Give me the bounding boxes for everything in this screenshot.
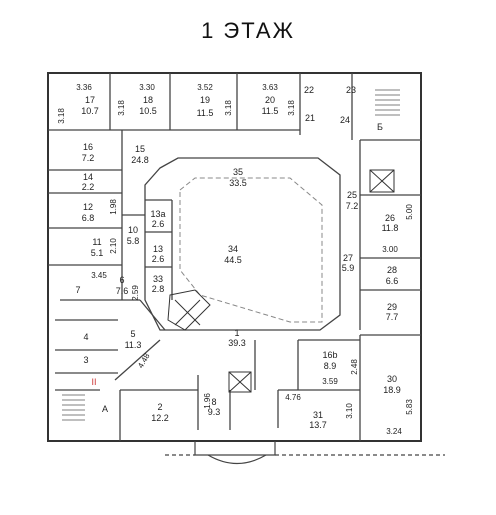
room-5-number: 5 — [130, 329, 135, 339]
dim-room-26-depth: 5.00 — [405, 204, 414, 220]
dim-top-19: 3.52 — [197, 83, 213, 92]
room-14-number: 14 — [83, 172, 93, 182]
room-33-number: 33 — [153, 274, 163, 284]
room-20-number: 20 — [265, 95, 275, 105]
dim-room-12: 1.98 — [109, 199, 118, 215]
room-18-area: 10.5 — [139, 106, 157, 116]
room-1-area: 39.3 — [228, 338, 246, 348]
dim-room-16b-width: 3.59 — [322, 377, 338, 386]
room-8-number: 8 — [211, 397, 216, 407]
elevator-shafts — [167, 169, 395, 393]
dim-room-11: 2.10 — [109, 238, 118, 254]
room-12-area: 6.8 — [82, 213, 95, 223]
room-28-area: 6.6 — [386, 276, 399, 286]
dim-side-19: 3.18 — [224, 100, 233, 116]
room-18-number: 18 — [143, 95, 153, 105]
dim-room-6-depth: 2.59 — [131, 285, 140, 301]
room-1-number: 1 — [234, 328, 239, 338]
dim-room-16b-depth: 2.48 — [350, 359, 359, 375]
marker-roman-two: II — [91, 377, 96, 387]
room-11-number: 11 — [92, 237, 101, 247]
room-34-number: 34 — [228, 244, 238, 254]
dim-room-8: 1.96 — [203, 393, 212, 409]
room-21-number: 21 — [305, 113, 315, 123]
room-17-number: 17 — [85, 95, 95, 105]
room-11-area: 5.1 — [91, 248, 104, 258]
room-33-area: 2.8 — [152, 284, 165, 294]
room-26-number: 26 — [385, 213, 395, 223]
room-30-area: 18.9 — [383, 385, 401, 395]
room-10-area: 5.8 — [127, 236, 140, 246]
room-29-area: 7.7 — [386, 312, 399, 322]
room-6-number: 6 — [119, 275, 124, 285]
room-16b-area: 8.9 — [324, 361, 337, 371]
room-23-number: 23 — [346, 85, 356, 95]
dim-room-5-diagonal: 4.48 — [136, 351, 152, 369]
floor-title: 1 ЭТАЖ — [201, 18, 295, 43]
room-13-area: 2.6 — [152, 254, 165, 264]
dim-room-30-depth: 5.83 — [405, 399, 414, 415]
room-19-number: 19 — [200, 95, 210, 105]
room-labels: 1 39.3 2 12.2 3 4 5 11.3 6 7.6 7 8 9.3 1… — [75, 85, 400, 430]
dim-top-17: 3.36 — [76, 83, 92, 92]
entrance-porch — [165, 441, 445, 464]
room-27-area: 5.9 — [342, 263, 355, 273]
marker-b: Б — [377, 122, 383, 132]
room-27-number: 27 — [343, 253, 353, 263]
dim-side-17: 3.18 — [57, 108, 66, 124]
room-28-number: 28 — [387, 265, 397, 275]
room-3-number: 3 — [83, 355, 88, 365]
room-13-number: 13 — [153, 244, 163, 254]
room-5-area: 11.3 — [125, 340, 142, 350]
room-17-area: 10.7 — [81, 106, 99, 116]
dim-room-6-width: 3.45 — [91, 271, 107, 280]
room-34-area: 44.5 — [224, 255, 242, 265]
room-4-number: 4 — [83, 332, 88, 342]
dim-top-20: 3.63 — [262, 83, 278, 92]
room-10-number: 10 — [128, 225, 138, 235]
stairs — [62, 89, 400, 421]
room-15-number: 15 — [135, 144, 145, 154]
room-16b-number: 16b — [322, 350, 337, 360]
room-29-number: 29 — [387, 302, 397, 312]
room-22-number: 22 — [304, 85, 314, 95]
room-35-number: 35 — [233, 167, 243, 177]
room-25-area: 7.2 — [346, 201, 359, 211]
room-6-area: 7.6 — [116, 286, 129, 296]
skylight-outline — [179, 177, 323, 323]
dim-room-30-width: 3.24 — [386, 427, 402, 436]
dimension-labels: 3.36 3.30 3.52 3.63 3.18 3.18 3.18 3.18 … — [57, 83, 414, 436]
room-31-area: 13.7 — [309, 420, 327, 430]
room-19-area: 11.5 — [197, 108, 214, 118]
markers: А Б II — [91, 122, 383, 414]
dim-top-18: 3.30 — [139, 83, 155, 92]
interior-walls — [48, 73, 421, 441]
dim-room-31-depth: 3.10 — [345, 403, 354, 419]
room-16-area: 7.2 — [82, 153, 95, 163]
room-8-area: 9.3 — [208, 407, 221, 417]
dim-room-31-width: 4.76 — [285, 393, 301, 402]
dim-room-26-width: 3.00 — [382, 245, 398, 254]
room-2-area: 12.2 — [151, 413, 169, 423]
room-26-area: 11.8 — [382, 223, 399, 233]
dim-side-20: 3.18 — [287, 100, 296, 116]
room-2-number: 2 — [157, 402, 162, 412]
outer-walls — [47, 72, 422, 442]
room-30-number: 30 — [387, 374, 397, 384]
dim-side-18: 3.18 — [117, 100, 126, 116]
room-35-area: 33.5 — [229, 178, 247, 188]
room-7-number: 7 — [75, 285, 80, 295]
room-12-number: 12 — [83, 202, 93, 212]
room-13a-area: 2.6 — [152, 219, 165, 229]
room-24-number: 24 — [340, 115, 350, 125]
room-13a-number: 13a — [150, 209, 165, 219]
room-25-number: 25 — [347, 190, 357, 200]
room-16-number: 16 — [83, 142, 93, 152]
marker-a: А — [102, 404, 108, 414]
room-15-area: 24.8 — [131, 155, 149, 165]
room-20-area: 11.5 — [262, 106, 279, 116]
room-31-number: 31 — [313, 410, 323, 420]
room-14-area: 2.2 — [82, 182, 95, 192]
